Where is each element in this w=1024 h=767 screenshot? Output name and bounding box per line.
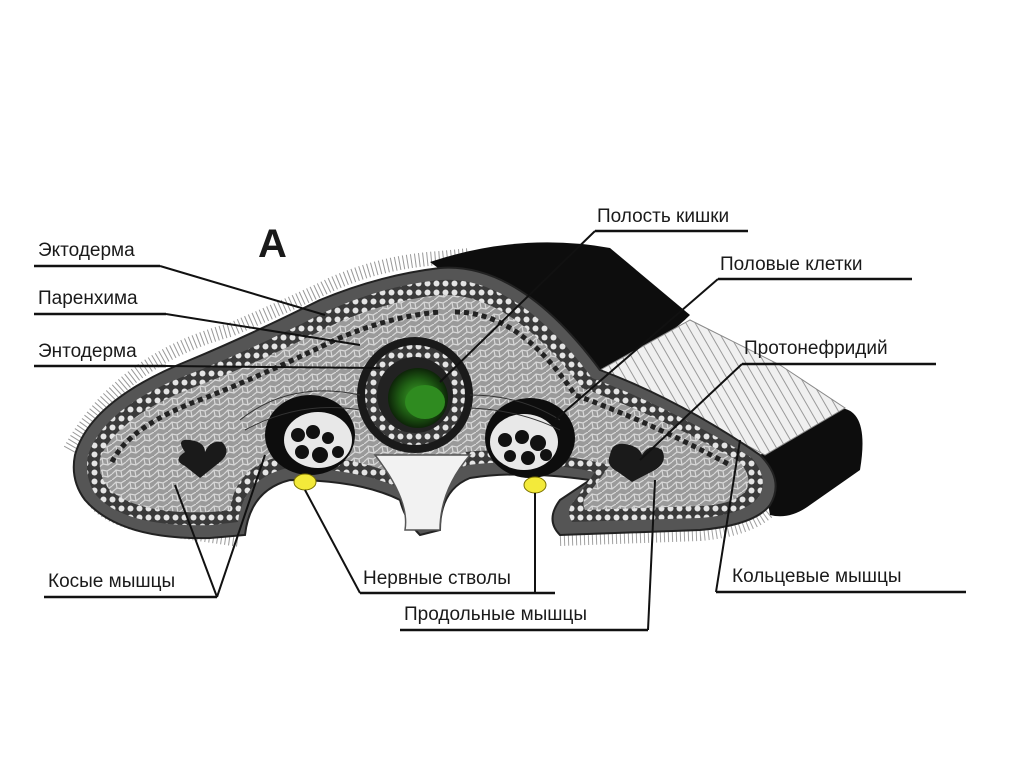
leader-lines [34, 229, 966, 632]
left-sex-cell-cluster [265, 395, 355, 475]
label-sex-cells: Половые клетки [720, 254, 862, 275]
central-muscle-column [373, 454, 472, 531]
left-protonephridium [178, 439, 227, 478]
label-entoderm: Энтодерма [38, 341, 137, 362]
label-nerve-trunks: Нервные стволы [363, 568, 511, 589]
right-dark-slab [760, 408, 863, 517]
label-protonephridium: Протонефридий [744, 338, 888, 359]
label-ectoderm: Эктодерма [38, 240, 135, 261]
figure-letter: А [258, 222, 287, 266]
label-longitudinal-muscles: Продольные мышцы [404, 604, 587, 625]
label-oblique-muscles: Косые мышцы [48, 571, 175, 592]
muscle-fibres [239, 390, 561, 431]
right-nerve-trunk [523, 476, 547, 494]
cilia [63, 248, 785, 547]
label-ring-muscles: Кольцевые мышцы [732, 566, 902, 587]
subepidermal-row [109, 309, 441, 464]
left-nerve-trunk [293, 473, 317, 491]
label-gut-cavity: Полость кишки [597, 206, 729, 227]
label-parenchyma: Паренхима [38, 288, 138, 309]
dorsal-dark-block [430, 242, 690, 370]
right-sex-cell-cluster [485, 398, 575, 478]
gut [357, 337, 473, 453]
right-protonephridium [608, 443, 664, 482]
